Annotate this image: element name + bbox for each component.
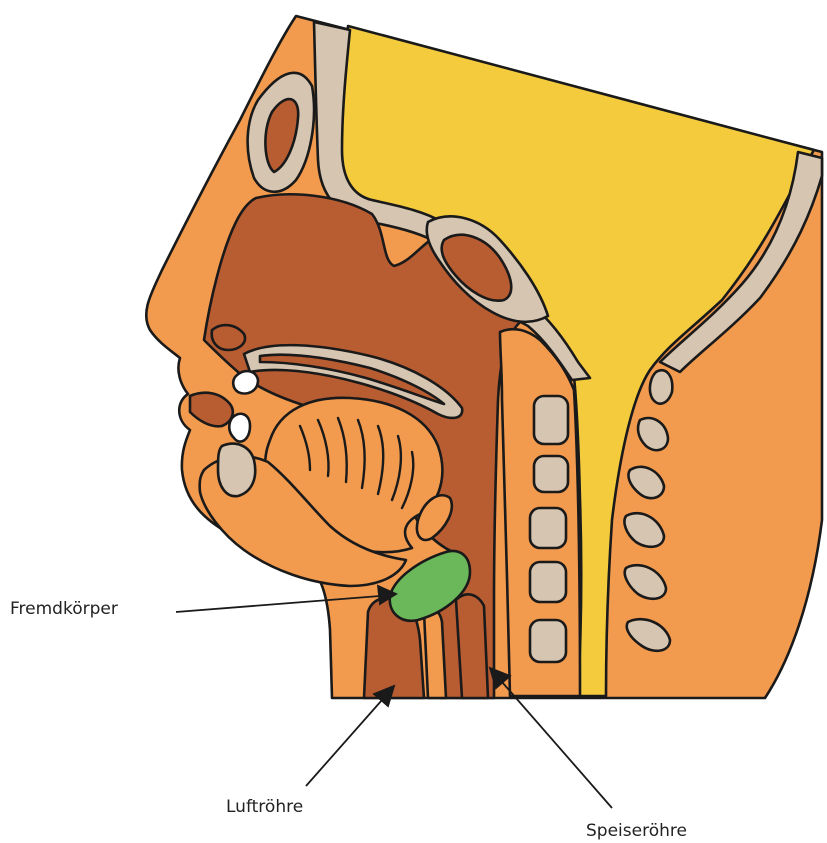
trachea-wall [424,609,446,698]
trachea-pointer-line [306,700,382,786]
upper-tooth [233,371,258,393]
label-esophagus: Speiseröhre [586,821,687,841]
vertebra-3 [530,508,566,548]
cervical-vertebrae [530,396,568,662]
esophagus-tube [456,594,488,698]
lower-jaw-bone [218,444,255,497]
vertebra-1 [534,396,568,444]
vertebra-5 [530,620,566,662]
esophagus-pointer-line [502,682,612,808]
label-foreign-body: Fremdkörper [10,599,118,619]
vertebra-2 [534,456,568,492]
nostril [212,325,245,350]
label-trachea: Luftröhre [226,797,303,817]
vertebra-4 [530,562,566,602]
